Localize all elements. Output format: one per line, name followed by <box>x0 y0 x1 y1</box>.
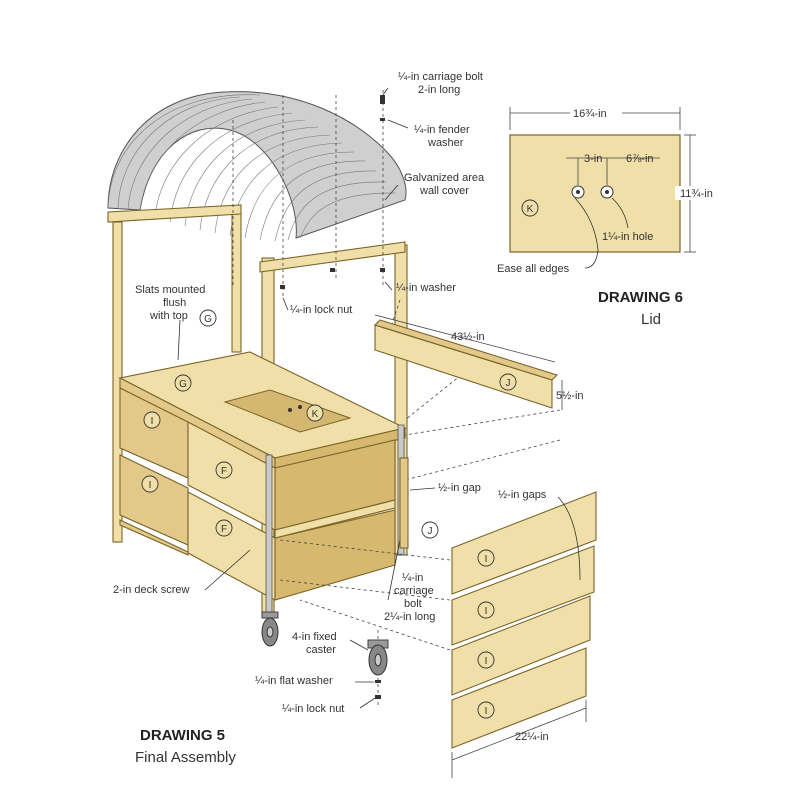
part-label-K: K <box>312 409 319 420</box>
part-circle-F2 <box>215 519 233 537</box>
leaders <box>177 87 581 709</box>
part-label-I3: I <box>485 554 488 565</box>
part-circle-G2 <box>174 374 192 392</box>
label-dim-5: 5½-in <box>556 390 584 402</box>
drawing6: 16¾-in 11¾-in 3-in 6⅞-in 1¼-in hole Ease… <box>497 106 715 328</box>
label-gap: ½-in gap <box>438 482 481 494</box>
lid-height-label: 11¾-in <box>680 188 713 200</box>
label-carriage-bolt-low-3: bolt <box>404 598 422 610</box>
drawing5-labels: ¼-in carriage bolt 2-in long ¼-in fender… <box>113 71 584 766</box>
part-label-G1: G <box>204 314 212 325</box>
part-circle-I6 <box>477 701 495 719</box>
label-slats-3: with top <box>149 310 188 322</box>
label-fender-washer-2: washer <box>427 137 464 149</box>
label-lock-nut-bottom: ¼-in lock nut <box>282 703 344 715</box>
label-fender-washer: ¼-in fender <box>414 124 470 136</box>
dimension-lines <box>374 314 587 778</box>
part-circle-J2 <box>421 521 439 539</box>
lid-width-label: 16¾-in <box>573 108 607 120</box>
part-label-I5: I <box>485 656 488 667</box>
lid-part-label: K <box>527 204 534 215</box>
part-label-F2: F <box>221 524 227 535</box>
side-plate-J <box>399 457 409 549</box>
drawing5-subtitle: Final Assembly <box>135 749 236 766</box>
part-circle-I2 <box>141 475 159 493</box>
lid-hole-label: 1¼-in hole <box>602 231 653 243</box>
label-dim-43: 43½-in <box>451 331 485 343</box>
part-label-J1: J <box>506 378 511 389</box>
part-circle-J1 <box>499 373 517 391</box>
label-flat-washer: ¼-in flat washer <box>255 675 333 687</box>
lid-opening <box>223 389 352 433</box>
part-label-I2: I <box>149 480 152 491</box>
part-circle-I1 <box>143 411 161 429</box>
exploded-caster <box>367 639 389 699</box>
part-circle-F1 <box>215 461 233 479</box>
lid-offset2-label: 6⅞-in <box>626 153 654 165</box>
lid-part-circle <box>521 199 539 217</box>
part-label-J2: J <box>428 526 433 537</box>
label-carriage-bolt-low: ¼-in <box>402 572 423 584</box>
lid-offset1-label: 3-in <box>584 153 602 165</box>
label-caster-2: caster <box>306 644 336 656</box>
part-circle-K <box>306 404 324 422</box>
part-circle-I3 <box>477 549 495 567</box>
label-carriage-bolt-top: ¼-in carriage bolt <box>398 71 483 83</box>
label-lock-nut-top: ¼-in lock nut <box>290 304 352 316</box>
drawing5-title: DRAWING 5 <box>140 727 225 744</box>
part-markers: G G I I F F K J J I I I I <box>141 309 517 719</box>
label-carriage-bolt-low-2: carriage <box>394 585 434 597</box>
label-carriage-bolt-top-2: 2-in long <box>418 84 460 96</box>
part-label-G2: G <box>179 379 187 390</box>
part-circle-I5 <box>477 651 495 669</box>
label-slats-2: flush <box>163 297 186 309</box>
part-label-F1: F <box>221 466 227 477</box>
front-top-rail <box>259 241 406 273</box>
part-label-I6: I <box>485 706 488 717</box>
lid-edges-label: Ease all edges <box>497 263 570 275</box>
rear-top-rail <box>107 204 242 223</box>
drawing6-title: DRAWING 6 <box>598 289 683 306</box>
cart-caster <box>261 611 279 647</box>
label-wall-cover: Galvanized area <box>404 172 485 184</box>
drawing6-subtitle: Lid <box>641 311 661 328</box>
label-wall-cover-2: wall cover <box>419 185 469 197</box>
slat-panel <box>451 491 597 749</box>
label-dim-22: 22¼-in <box>515 731 549 743</box>
label-carriage-bolt-low-4: 2¼-in long <box>384 611 435 623</box>
part-label-I4: I <box>485 606 488 617</box>
label-gaps: ½-in gaps <box>498 489 547 501</box>
label-deck-screw: 2-in deck screw <box>113 584 189 596</box>
part-label-I1: I <box>151 416 154 427</box>
part-circle-G1 <box>199 309 217 327</box>
label-slats: Slats mounted <box>135 284 205 296</box>
label-washer: ¼-in washer <box>396 282 456 294</box>
part-circle-I4 <box>477 601 495 619</box>
label-caster: 4-in fixed <box>292 631 337 643</box>
